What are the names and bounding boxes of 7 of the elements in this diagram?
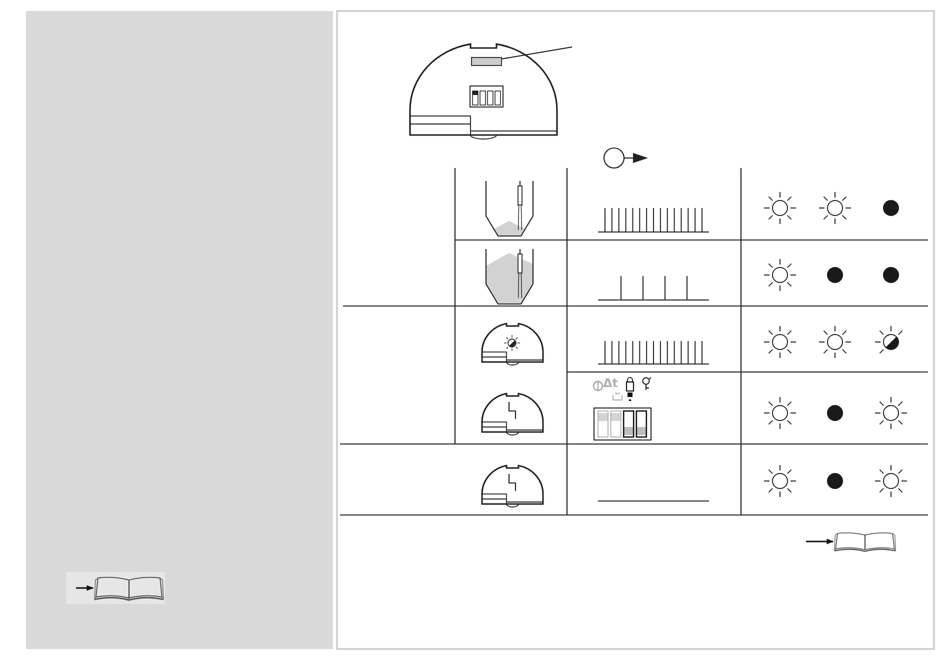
indicator-window (471, 57, 502, 66)
symbol-label: Δt (603, 377, 618, 389)
open-book-icon (833, 531, 897, 552)
arrow (806, 538, 834, 544)
open-book-icon (93, 575, 165, 601)
arrow (76, 585, 94, 591)
leader-line (502, 46, 572, 60)
